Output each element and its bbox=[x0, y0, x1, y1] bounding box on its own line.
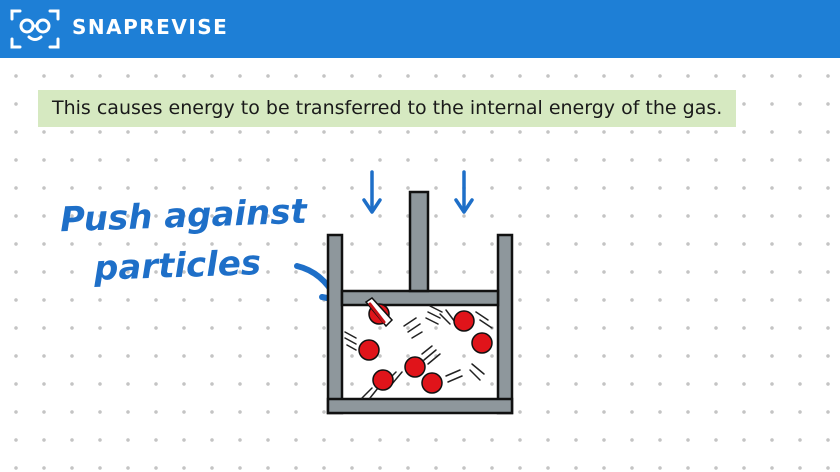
particle bbox=[404, 356, 426, 378]
caption-text: This causes energy to be transferred to … bbox=[38, 90, 737, 127]
particle bbox=[453, 310, 475, 332]
particle bbox=[421, 372, 443, 394]
header-bar: SNAPREVISE bbox=[0, 0, 840, 58]
down-arrow-icon bbox=[454, 170, 474, 214]
gas-particles bbox=[358, 303, 493, 394]
motion-lines bbox=[344, 305, 493, 399]
piston bbox=[340, 190, 500, 307]
particle bbox=[372, 369, 394, 391]
cylinder bbox=[326, 233, 514, 415]
down-arrow-icon bbox=[362, 170, 382, 214]
particle bbox=[471, 332, 493, 354]
brand-name: SNAPREVISE bbox=[72, 15, 229, 39]
colliding-particle bbox=[364, 297, 394, 328]
particle bbox=[358, 339, 380, 361]
glasses-face-icon bbox=[10, 9, 60, 49]
